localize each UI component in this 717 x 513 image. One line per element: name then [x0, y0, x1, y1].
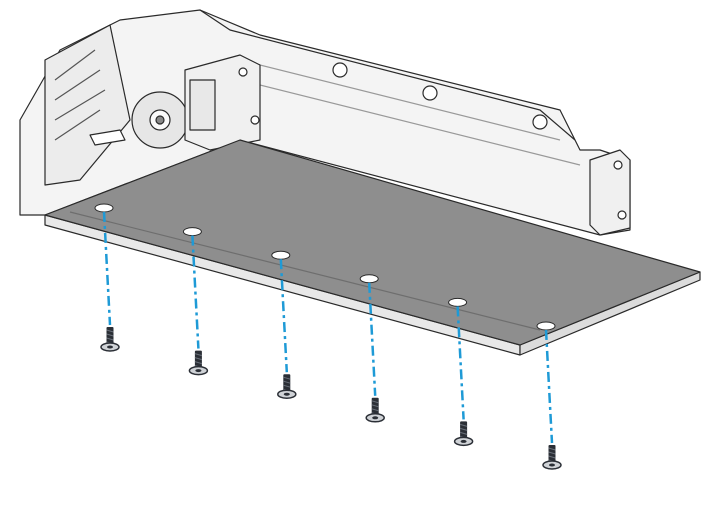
screws	[100, 327, 562, 470]
screw-icon	[365, 397, 385, 423]
screw-icon	[542, 445, 562, 470]
guide-line	[367, 282, 377, 396]
guide-line	[279, 259, 289, 373]
guide-line	[102, 211, 112, 326]
screw-icon	[188, 350, 209, 376]
screw-hole	[536, 321, 556, 331]
screw-hole	[359, 274, 379, 284]
housing	[19, 9, 631, 236]
guide-lines	[102, 211, 554, 444]
screw-icon	[100, 327, 120, 352]
guide-line	[456, 306, 465, 420]
guide-line	[544, 329, 554, 444]
screw-icon	[453, 421, 474, 447]
screw-hole	[182, 227, 202, 237]
guide-line	[191, 235, 200, 349]
screw-hole	[271, 250, 291, 260]
screw-icon	[277, 374, 297, 399]
screw-hole	[448, 297, 468, 307]
screw-hole	[94, 203, 114, 213]
